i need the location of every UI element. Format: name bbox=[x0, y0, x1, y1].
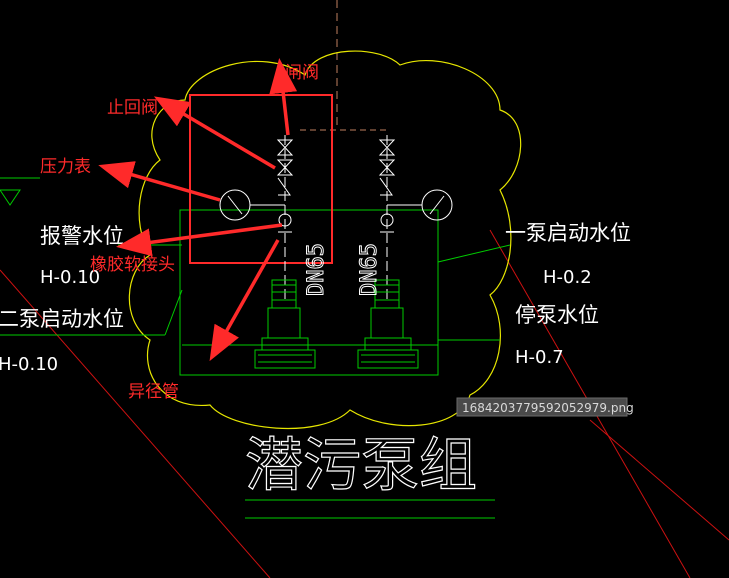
right-pump-body bbox=[357, 279, 419, 369]
right-pump-assembly bbox=[378, 135, 422, 300]
dn-left-label: DN65 bbox=[304, 243, 329, 296]
annotation-arrows bbox=[98, 58, 298, 362]
left-pump-assembly bbox=[250, 135, 294, 300]
pressure-gauge-annotation: 压力表 bbox=[40, 157, 91, 177]
pump1-start-value: H-0.2 bbox=[543, 267, 592, 288]
left-pressure-gauge bbox=[219, 189, 262, 221]
check-valve-annotation: 止回阀 bbox=[107, 98, 158, 118]
alarm-level-label: 报警水位 bbox=[40, 224, 124, 248]
pump1-start-label: 一泵启动水位 bbox=[505, 221, 631, 245]
stop-level-value: H-0.7 bbox=[515, 347, 564, 368]
left-pump-body bbox=[254, 279, 316, 369]
reducer-annotation: 异径管 bbox=[128, 382, 179, 402]
rubber-joint-annotation: 橡胶软接头 bbox=[90, 255, 175, 275]
pump2-start-value: H-0.10 bbox=[0, 354, 58, 375]
stop-level-label: 停泵水位 bbox=[515, 303, 599, 327]
pump-group-title: 潜污泵组 bbox=[245, 431, 477, 499]
file-name-tag: 1684203779592052979.png bbox=[456, 397, 634, 417]
right-pressure-gauge bbox=[421, 189, 453, 221]
valve-highlight-box bbox=[189, 94, 333, 264]
revision-cloud bbox=[128, 50, 522, 430]
file-name-text: 1684203779592052979.png bbox=[462, 401, 634, 415]
gate-valve-annotation: 闸阀 bbox=[285, 63, 319, 83]
pump2-start-label: 二泵启动水位 bbox=[0, 307, 124, 331]
alarm-level-value: H-0.10 bbox=[40, 267, 100, 288]
dn-right-label: DN65 bbox=[357, 243, 382, 296]
